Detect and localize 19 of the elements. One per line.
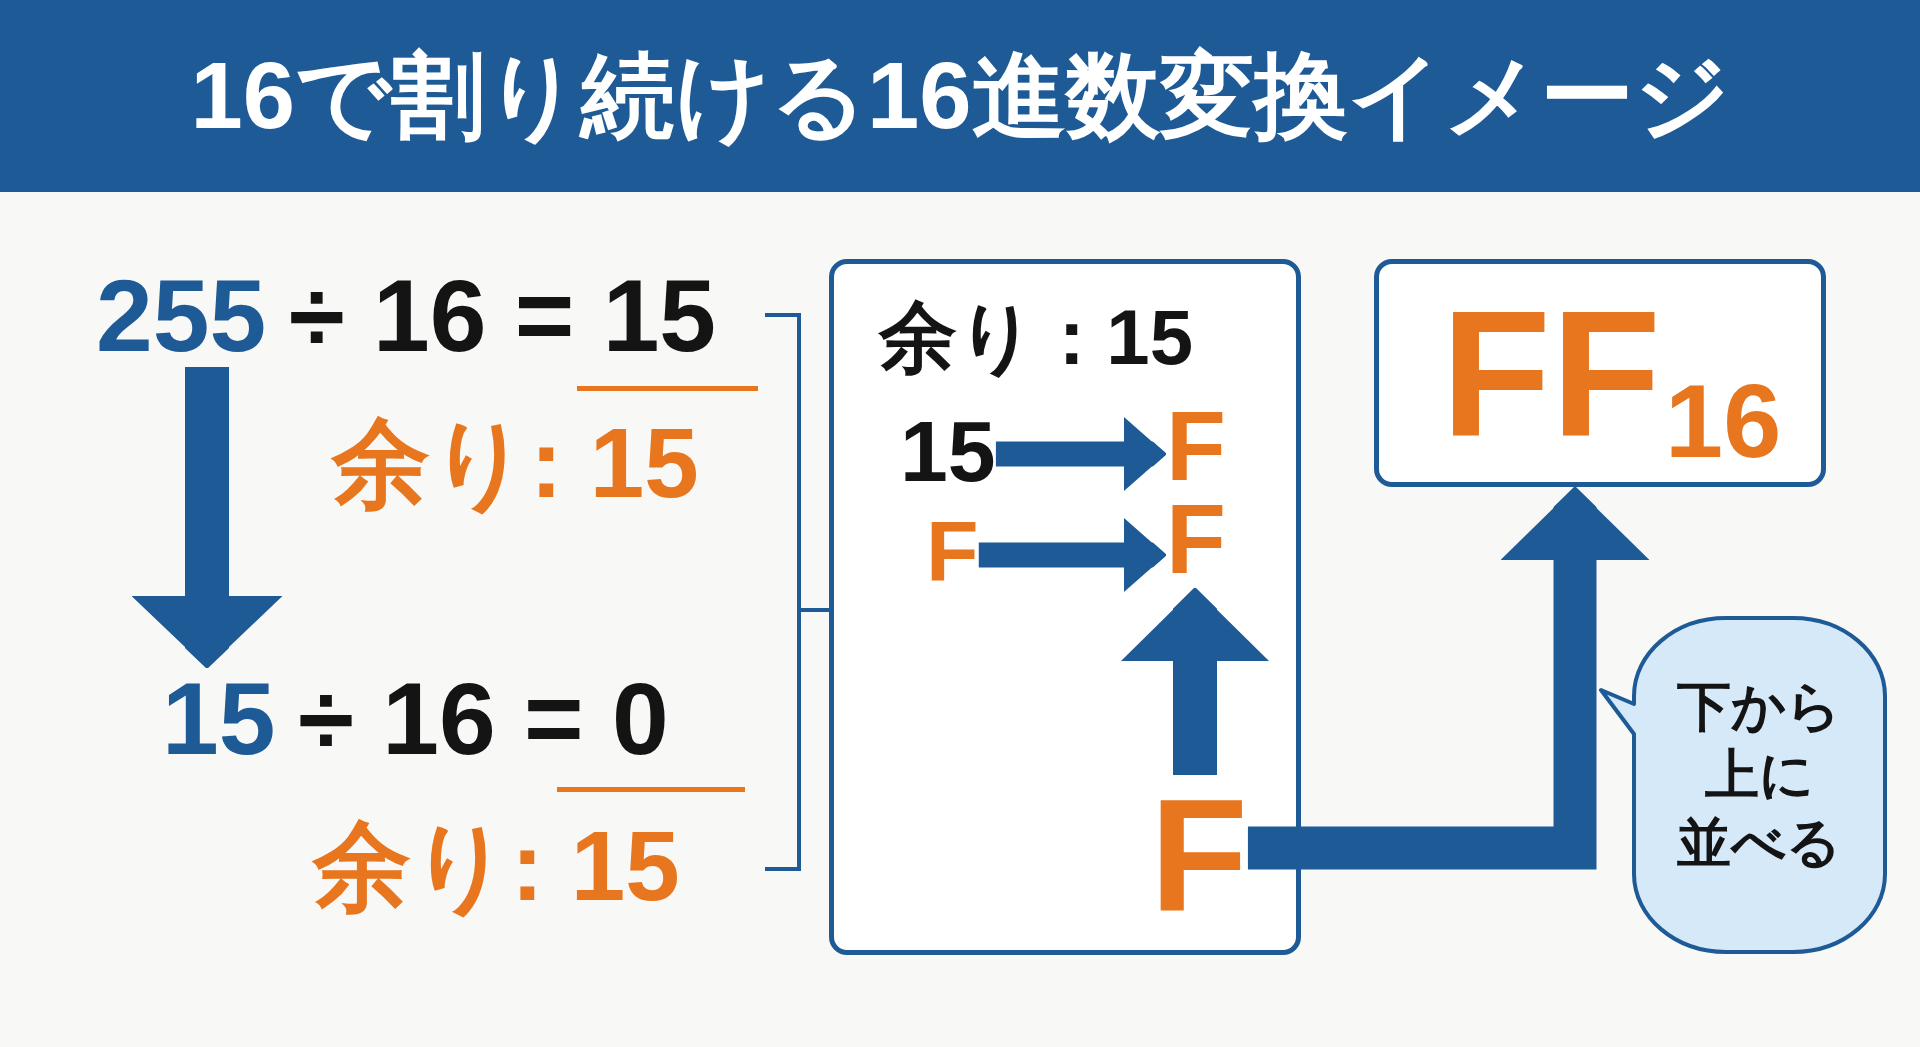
hex-result: FF$_{16}$ xyxy=(1441,284,1782,464)
title: 16で割り続ける16進数変換イメージ xyxy=(190,46,1730,146)
result-box xyxy=(1374,259,1826,487)
arrow xyxy=(131,367,283,668)
remainder-value: 15 xyxy=(900,408,996,494)
remainder-text: 余り : 15 xyxy=(879,298,1194,376)
arrow xyxy=(995,417,1166,491)
arrow xyxy=(978,518,1166,592)
equation-text: ÷ 16 = 15 xyxy=(288,259,717,373)
arrow xyxy=(1121,588,1269,775)
dividend: 15 xyxy=(162,662,276,776)
arrow xyxy=(1247,487,1650,870)
dividend: 255 xyxy=(96,259,267,373)
equation-text: ÷ 16 = 0 xyxy=(297,662,669,776)
bubble-text: 下から上に並べる xyxy=(1676,675,1842,874)
speech-bubble xyxy=(1598,616,1888,954)
hex-digit: F xyxy=(926,508,979,594)
result-panel xyxy=(829,259,1301,955)
hex-digit: F xyxy=(1150,775,1248,935)
